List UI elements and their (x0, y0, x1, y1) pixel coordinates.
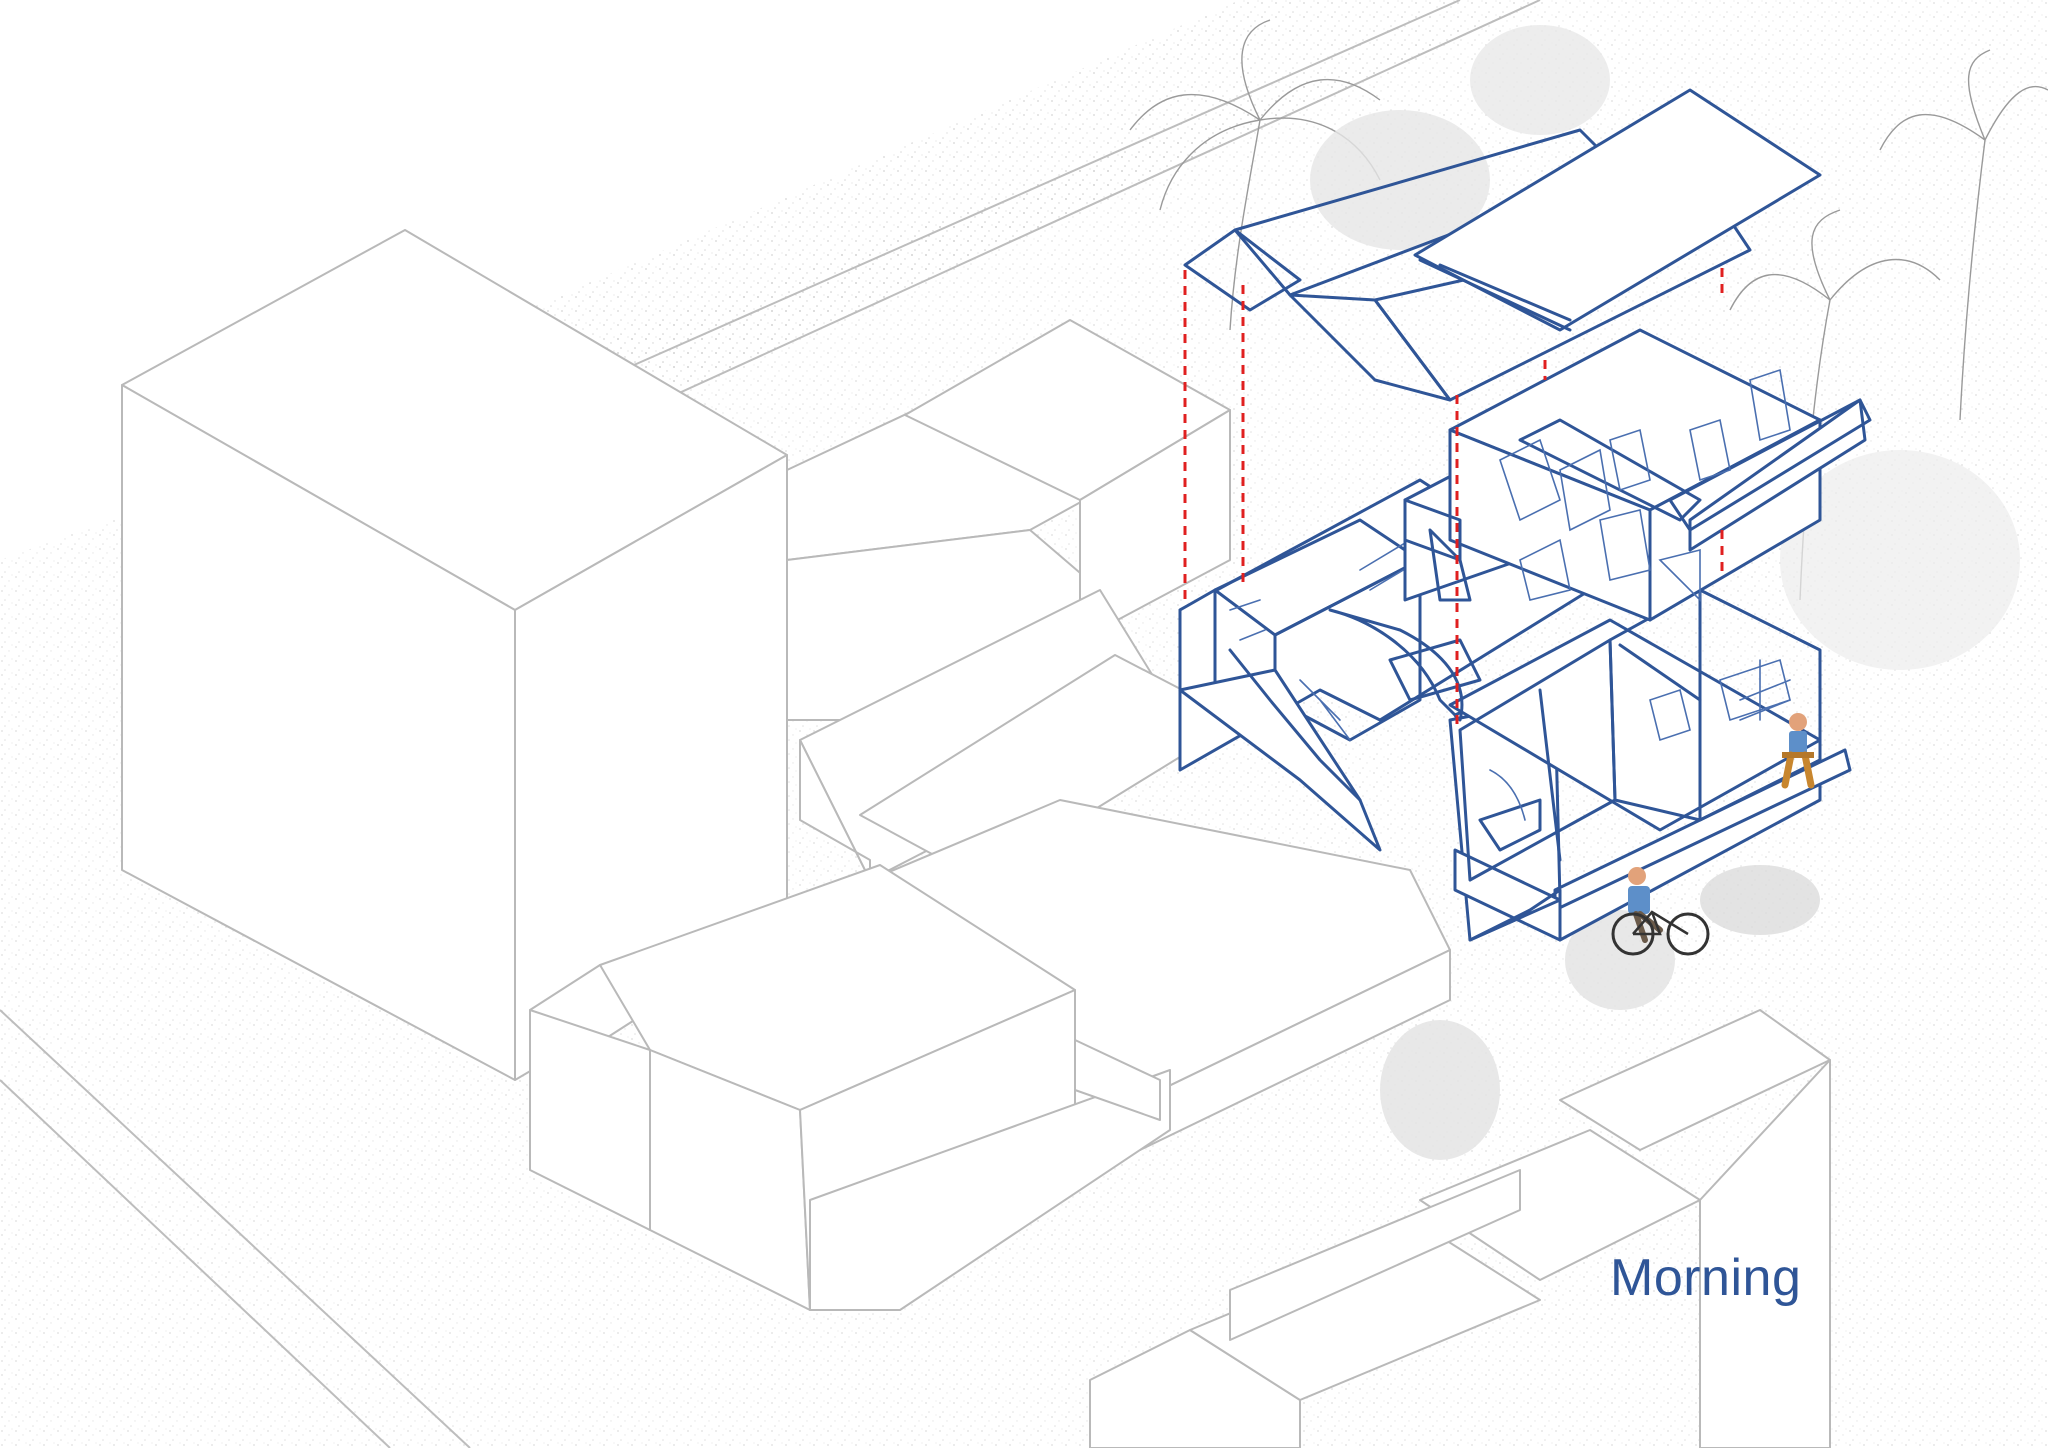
roof-support-dashes (1183, 268, 1724, 730)
street-lines (0, 0, 1541, 1449)
house-roof (1183, 88, 1822, 402)
house-upper-floor (1403, 328, 1872, 622)
palm-tree-icon (1879, 49, 2048, 421)
context-gabled-house (529, 864, 1171, 1311)
context-bottom-houses (1089, 1009, 1831, 1449)
context-row-houses (786, 319, 1451, 1151)
seated-person-icon (1781, 713, 1815, 789)
diagram-caption: Morning (1610, 1249, 1802, 1307)
house-left-wing (1178, 518, 1482, 852)
palm-tree-icon (1129, 19, 1381, 331)
cyclist-icon (1611, 867, 1710, 956)
